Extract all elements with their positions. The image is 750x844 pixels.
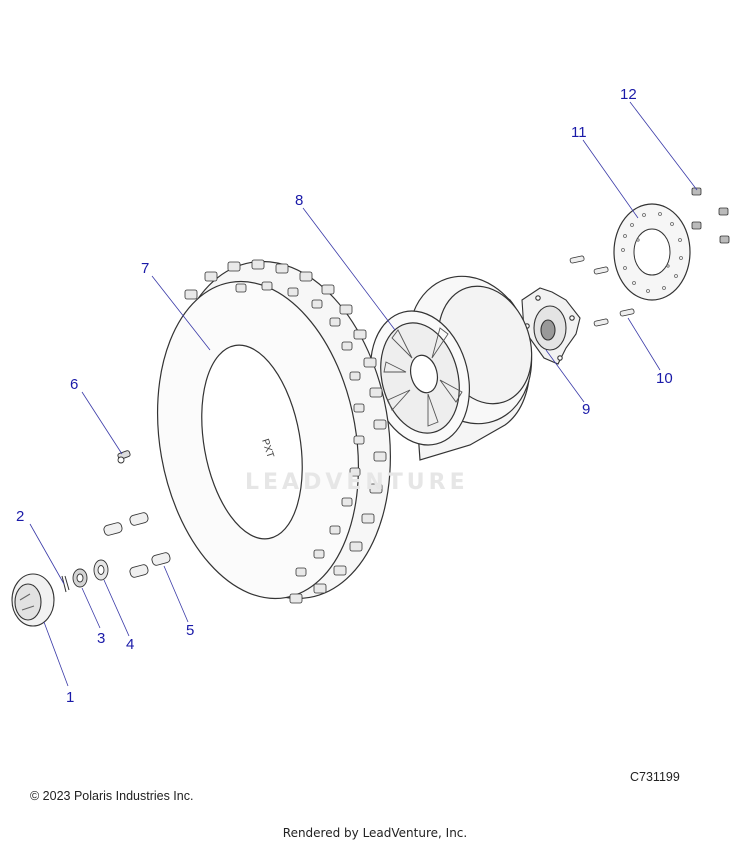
cotter-pin[interactable] (61, 575, 70, 593)
callout-3: 3 (97, 630, 105, 647)
callout-1: 1 (66, 689, 74, 706)
brake-disc[interactable] (613, 203, 691, 301)
disc-bolts[interactable] (691, 187, 730, 244)
wheel-rim[interactable] (357, 260, 550, 461)
leader-lines (29, 101, 698, 687)
valve-stem[interactable] (117, 450, 131, 464)
callout-12: 12 (620, 86, 637, 103)
rendered-by-text: Rendered by LeadVenture, Inc. (282, 826, 468, 840)
callout-2: 2 (16, 508, 24, 525)
wheel-hub[interactable] (521, 287, 581, 365)
callout-labels: 1 2 3 4 5 6 7 8 9 10 11 12 (16, 86, 673, 706)
callout-4: 4 (126, 636, 134, 653)
copyright-text: © 2023 Polaris Industries Inc. (30, 789, 194, 803)
lug-nuts[interactable] (103, 512, 171, 578)
callout-10: 10 (656, 370, 673, 387)
callout-8: 8 (295, 192, 303, 209)
callout-6: 6 (70, 376, 78, 393)
diagram-code: C731199 (630, 770, 680, 784)
hub-studs[interactable] (569, 255, 635, 327)
callout-5: 5 (186, 622, 194, 639)
washer[interactable] (93, 559, 109, 581)
watermark: LEADVENTURE (245, 470, 469, 495)
castle-nut[interactable] (72, 568, 88, 588)
hub-cap[interactable] (11, 573, 55, 627)
callout-11: 11 (571, 124, 587, 141)
callout-7: 7 (141, 260, 149, 277)
callout-9: 9 (582, 401, 590, 418)
tire[interactable]: PXT (134, 244, 416, 616)
